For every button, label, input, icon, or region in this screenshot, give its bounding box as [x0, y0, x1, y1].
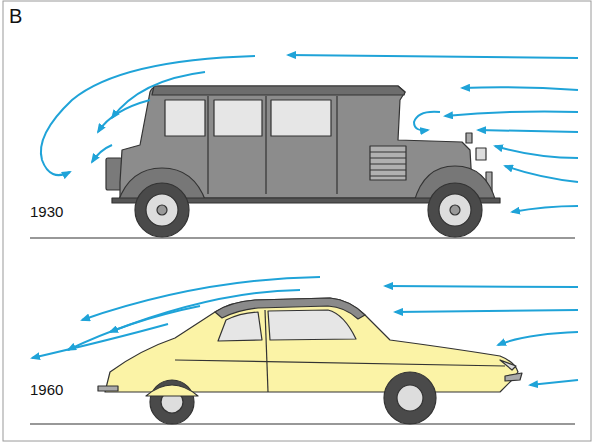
airflow-arrow	[395, 310, 578, 312]
body-crease	[175, 360, 505, 366]
window	[268, 310, 356, 340]
grille-line	[370, 151, 406, 152]
airflow-arrow	[98, 100, 150, 132]
airflow-arrow	[82, 277, 320, 320]
year-label: 1960	[30, 382, 63, 397]
wheel-skirt	[146, 385, 198, 396]
airflow-arrow	[495, 146, 578, 158]
airflow-arrow	[385, 286, 578, 287]
ground-line	[30, 423, 575, 424]
window	[218, 312, 262, 341]
grille-line	[370, 175, 406, 176]
airflow-arrow	[478, 130, 578, 132]
airflow-1960	[32, 277, 578, 385]
bumper	[505, 373, 522, 381]
airflow-arrow	[445, 112, 578, 117]
window	[165, 100, 205, 136]
grille-line	[370, 163, 406, 164]
airflow-arrow	[32, 324, 168, 358]
window	[214, 100, 262, 136]
airflow-1930	[41, 55, 578, 212]
bumper	[98, 386, 118, 391]
car-1930	[106, 86, 500, 237]
airflow-arrow	[530, 380, 578, 385]
airflow-arrow	[288, 55, 578, 58]
airflow-arrow	[512, 206, 578, 212]
airflow-arrow	[505, 166, 578, 182]
headlight	[476, 148, 486, 160]
airflow-arrow	[68, 306, 200, 350]
wheel-hub	[146, 194, 178, 226]
wheel-hub	[450, 205, 460, 215]
airflow-arrow	[462, 87, 578, 90]
door-line	[265, 310, 268, 392]
year-label: 1930	[30, 204, 63, 219]
wheel	[384, 372, 436, 424]
window	[271, 100, 331, 136]
ground-line	[30, 237, 575, 238]
wheel-hub	[397, 385, 423, 411]
panel-letter: B	[9, 6, 22, 26]
airflow-arrow	[112, 72, 205, 118]
airflow-arrow	[41, 56, 255, 175]
radiator-cap	[466, 133, 472, 143]
wheel-hub	[439, 194, 471, 226]
airflow-arrow	[414, 112, 440, 131]
airflow-arrow	[498, 332, 578, 345]
frame	[3, 1, 591, 441]
door-line	[265, 96, 266, 194]
grille-line	[370, 169, 406, 170]
wheel	[428, 183, 482, 237]
door-line	[336, 96, 337, 194]
wheel-hub	[157, 205, 167, 215]
grille-line	[370, 157, 406, 158]
door-line	[207, 96, 208, 194]
headlight	[500, 360, 516, 370]
grille	[370, 146, 406, 180]
wheel	[135, 183, 189, 237]
airflow-arrow	[110, 290, 300, 332]
car-1960	[98, 298, 522, 424]
airflow-arrow	[92, 145, 112, 162]
roof-1930	[152, 86, 405, 95]
